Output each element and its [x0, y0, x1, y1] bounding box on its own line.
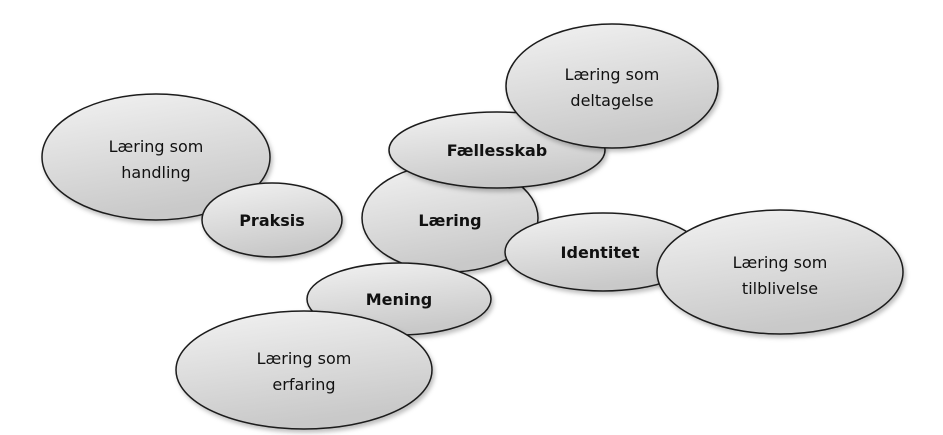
node-label: tilblivelse [742, 279, 818, 298]
node-laering: Læring [361, 163, 539, 273]
node-label: Læring som [565, 65, 660, 84]
node-tilblivelse: Læring som tilblivelse [656, 209, 904, 335]
node-label: Mening [366, 290, 433, 309]
node-identitet: Identitet [504, 212, 702, 292]
node-label: Læring som [257, 349, 352, 368]
node-praksis: Praksis [201, 182, 343, 258]
node-label: Læring som [733, 253, 828, 272]
node-label: erfaring [272, 375, 335, 394]
node-label: Læring [418, 211, 481, 230]
node-deltagelse: Læring som deltagelse [505, 23, 719, 149]
node-erfaring: Læring som erfaring [175, 310, 433, 430]
node-label: Identitet [561, 243, 640, 262]
node-label: Fællesskab [447, 141, 548, 160]
node-label: deltagelse [570, 91, 653, 110]
node-label: Læring som [109, 137, 204, 156]
node-label: handling [121, 163, 190, 182]
node-label: Praksis [239, 211, 305, 230]
node-handling: Læring som handling [41, 93, 271, 221]
